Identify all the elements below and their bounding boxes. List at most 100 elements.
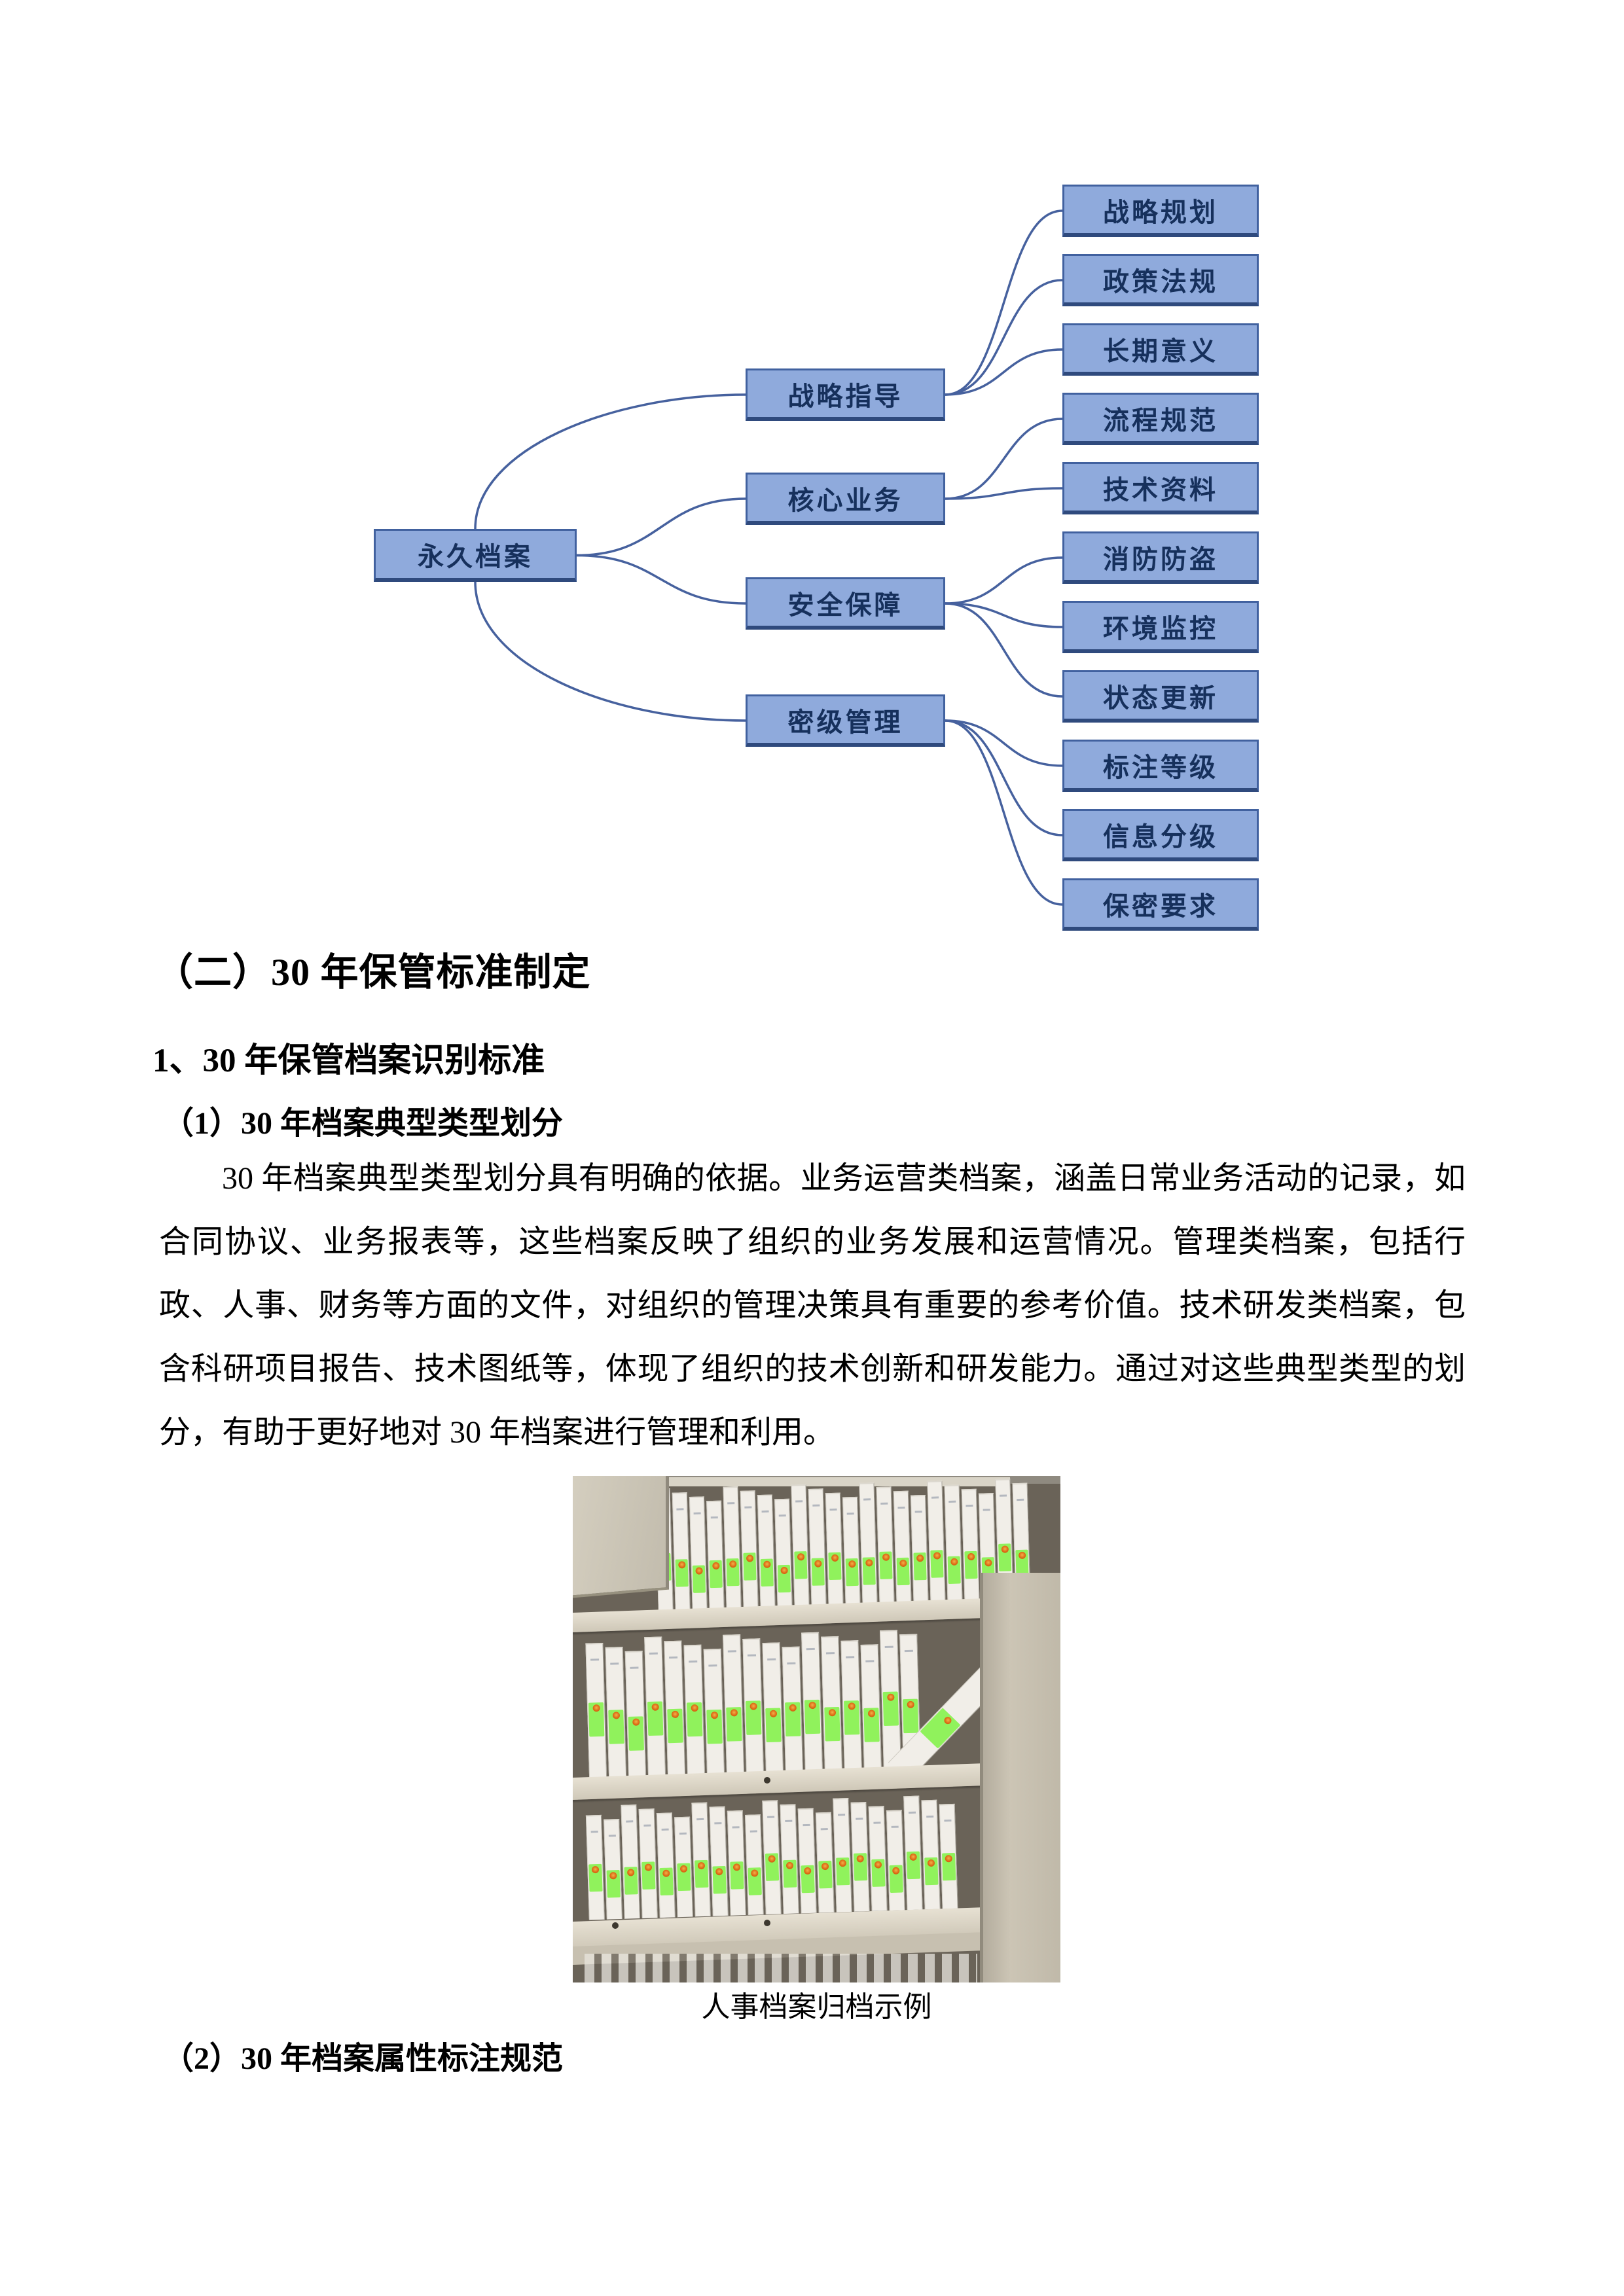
flower-logo [768,1855,776,1863]
binder-label [824,1706,840,1742]
flower-logo [892,1867,900,1874]
flower-logo [909,1853,917,1861]
spine-text-mark [679,1832,687,1835]
binder-spine [782,1646,803,1772]
flower-logo [831,1554,839,1562]
flower-logo [671,1710,679,1718]
flower-logo [662,1869,670,1878]
spine-text-mark [787,1662,796,1665]
spine-text-mark [1000,1494,1007,1497]
binder-spine [797,1808,817,1914]
binder-spine [815,1812,835,1913]
spine-text-mark [608,1835,616,1837]
flower-logo [695,1567,703,1575]
spine-text-mark [897,1506,905,1509]
binder-label [828,1552,842,1581]
spine-text-mark [778,1514,786,1517]
flower-logo [679,1865,688,1873]
spine-text-mark [863,1498,871,1501]
binder-spine [825,1492,844,1607]
spine-text-mark [965,1504,973,1507]
binder-spine [691,1802,711,1917]
spine-text-mark [728,1650,736,1653]
mindmap-branch-node: 战略指导 [746,368,945,421]
binder-spine [791,1484,810,1608]
binder-label [588,1863,603,1892]
flower-logo [710,1711,718,1719]
flower-logo [592,1704,600,1712]
binder-spine [723,1486,742,1610]
binder-label [882,1691,899,1727]
binder-label [836,1857,850,1886]
spine-text-mark [795,1500,803,1503]
binder-label [889,1864,903,1893]
flower-logo [729,1560,736,1568]
spine-text-mark [727,1502,734,1505]
binder-label [844,1700,860,1735]
flower-logo [821,1863,829,1871]
flower-logo [712,1562,720,1570]
spine-text-mark [590,1831,598,1833]
binder-spine [742,1638,765,1773]
mindmap-leaf-node: 战略规划 [1062,185,1259,237]
binder-spine [624,1651,647,1776]
flower-logo [916,1554,924,1562]
flower-logo [828,1708,836,1716]
binder-label [804,1699,821,1734]
binder-spine [886,1810,905,1911]
binder-spine [821,1636,842,1771]
binder-label [964,1551,978,1579]
binder-label [853,1853,868,1881]
binder-spine [706,1500,725,1611]
binder-spine [944,1484,963,1604]
spine-text-mark [749,1830,757,1833]
binder-spine [740,1490,759,1609]
binder-label [695,1859,709,1888]
binder-label [924,1857,939,1886]
flower-logo [612,1712,620,1719]
flower-logo [677,1561,685,1569]
binder-spine [762,1800,782,1915]
flower-logo [804,1867,812,1875]
binder-label [896,1557,910,1585]
binder-spine [939,1803,958,1909]
binder-label [818,1861,833,1889]
mindmap-branch-node: 核心业务 [746,473,945,525]
cabinet-right-panel [980,1573,1060,1982]
binder-spine [723,1634,745,1774]
binder-label [675,1559,689,1587]
flower-logo [808,1701,816,1710]
flower-logo [1018,1551,1026,1560]
binder-label [902,1699,919,1734]
flower-logo [749,1702,757,1711]
binder-label [647,1701,664,1736]
binder-label [608,1710,624,1744]
flower-logo [848,1702,856,1710]
flower-logo [899,1559,907,1567]
mindmap-node-root: 永久档案 [374,529,577,582]
shelf-screw [764,1920,770,1926]
flower-logo [907,1701,914,1709]
spine-text-mark [696,1818,704,1821]
spine-text-mark [669,1656,677,1659]
binder-label [765,1853,780,1882]
binder-spine [585,1642,607,1778]
flower-logo [856,1855,864,1863]
cabinet-top-edge [651,1477,1010,1486]
spine-text-mark [865,1660,875,1662]
binder-spine [664,1640,686,1776]
spine-text-mark [767,1658,776,1660]
binder-spine [683,1644,706,1775]
binder-spine [927,1480,946,1604]
binder-label [947,1556,961,1585]
flower-logo [591,1865,600,1874]
spine-text-mark [926,1815,933,1818]
binder-label [667,1708,683,1743]
flower-logo [950,1558,958,1566]
subsubsection-heading-2: （2）30 年档案属性标注规范 [162,2041,564,2076]
mindmap-leaf-node: 保密要求 [1062,878,1259,931]
spine-text-mark [711,1516,718,1519]
binder-label [748,1867,762,1895]
